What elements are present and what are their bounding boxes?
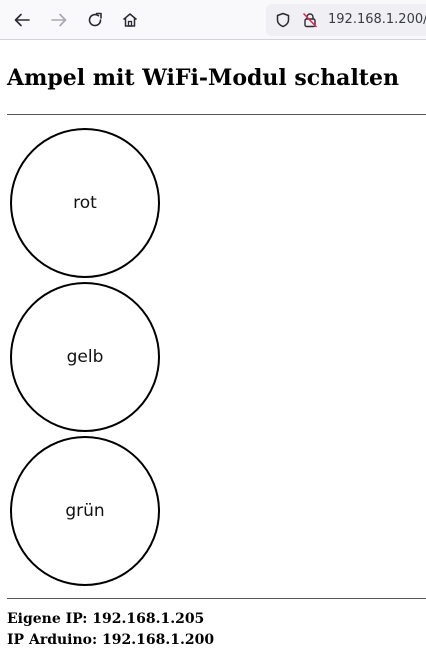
lamp-red-label: rot — [73, 193, 97, 213]
url-text[interactable]: 192.168.1.200/ — [328, 12, 426, 27]
site-security-button[interactable] — [301, 11, 319, 29]
page-content: Ampel mit WiFi-Modul schalten rot gelb g… — [0, 40, 426, 664]
browser-toolbar: 192.168.1.200/ — [0, 0, 426, 40]
tracking-protection-button[interactable] — [274, 11, 292, 29]
arduino-ip-text: IP Arduino: 192.168.1.200 — [7, 632, 215, 648]
forward-arrow-icon — [51, 13, 67, 27]
insecure-lock-icon — [303, 13, 317, 28]
lamp-green-button[interactable]: grün — [10, 436, 160, 586]
own-ip-text: Eigene IP: 192.168.1.205 — [7, 611, 205, 627]
bottom-divider — [7, 598, 426, 599]
lamp-yellow-label: gelb — [66, 347, 104, 367]
back-button[interactable] — [8, 6, 36, 34]
home-icon — [123, 13, 137, 27]
reload-button[interactable] — [81, 6, 109, 34]
address-bar[interactable]: 192.168.1.200/ — [266, 4, 426, 36]
forward-button[interactable] — [45, 6, 73, 34]
back-arrow-icon — [14, 13, 30, 27]
reload-icon — [88, 12, 102, 27]
lamp-yellow-button[interactable]: gelb — [10, 282, 160, 432]
top-divider — [7, 114, 426, 115]
shield-icon — [276, 12, 290, 28]
home-button[interactable] — [116, 6, 144, 34]
lamp-green-label: grün — [65, 501, 105, 521]
page-title: Ampel mit WiFi-Modul schalten — [7, 65, 399, 91]
lamp-red-button[interactable]: rot — [10, 128, 160, 278]
